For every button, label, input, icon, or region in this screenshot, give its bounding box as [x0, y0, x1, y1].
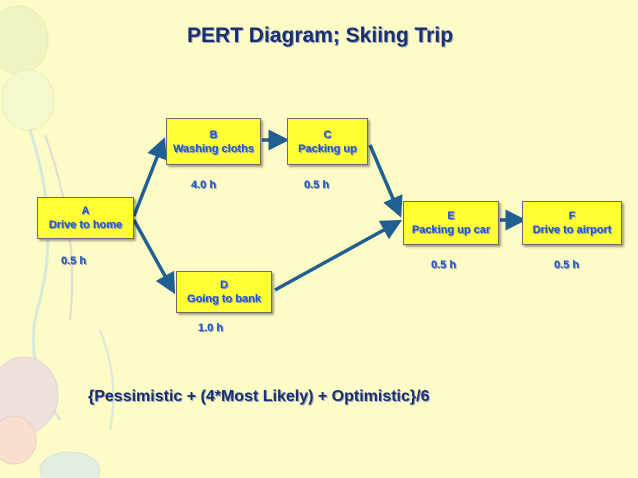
node-e-letter: E: [447, 210, 455, 222]
arrow-c-to-e: [368, 144, 403, 218]
node-a-duration: 0.5 h: [61, 255, 87, 267]
node-c-letter: C: [323, 128, 332, 141]
node-f-name: Drive to airport: [532, 224, 612, 236]
node-a-name: Drive to home: [48, 219, 123, 231]
arrow-d-to-e: [274, 219, 403, 292]
arrow-a-to-d: [132, 219, 176, 295]
node-f-letter: F: [568, 210, 576, 222]
node-b-letter: B: [209, 128, 218, 141]
node-f: F Drive to airport: [522, 201, 622, 245]
node-b: B Washing cloths: [166, 118, 261, 165]
page-title: PERT Diagram; Skiing Trip: [186, 24, 454, 47]
node-a-letter: A: [81, 205, 90, 217]
node-c-name: Packing up: [298, 142, 357, 155]
node-e-duration: 0.5 h: [431, 259, 457, 271]
pert-formula: {Pessimistic + (4*Most Likely) + Optimis…: [88, 388, 430, 405]
node-d-duration: 1.0 h: [198, 322, 224, 334]
node-e: E Packing up car: [403, 201, 499, 245]
node-d-letter: D: [220, 279, 228, 291]
node-d-name: Going to bank: [187, 293, 261, 305]
node-c: C Packing up: [287, 118, 368, 165]
node-a: A Drive to home: [37, 197, 134, 239]
node-b-duration: 4.0 h: [191, 179, 217, 191]
node-f-duration: 0.5 h: [554, 259, 580, 271]
node-e-name: Packing up car: [411, 224, 491, 236]
arrow-a-to-b: [132, 137, 167, 217]
node-c-duration: 0.5 h: [304, 179, 330, 191]
node-d: D Going to bank: [176, 271, 272, 313]
node-b-name: Washing cloths: [173, 142, 254, 155]
